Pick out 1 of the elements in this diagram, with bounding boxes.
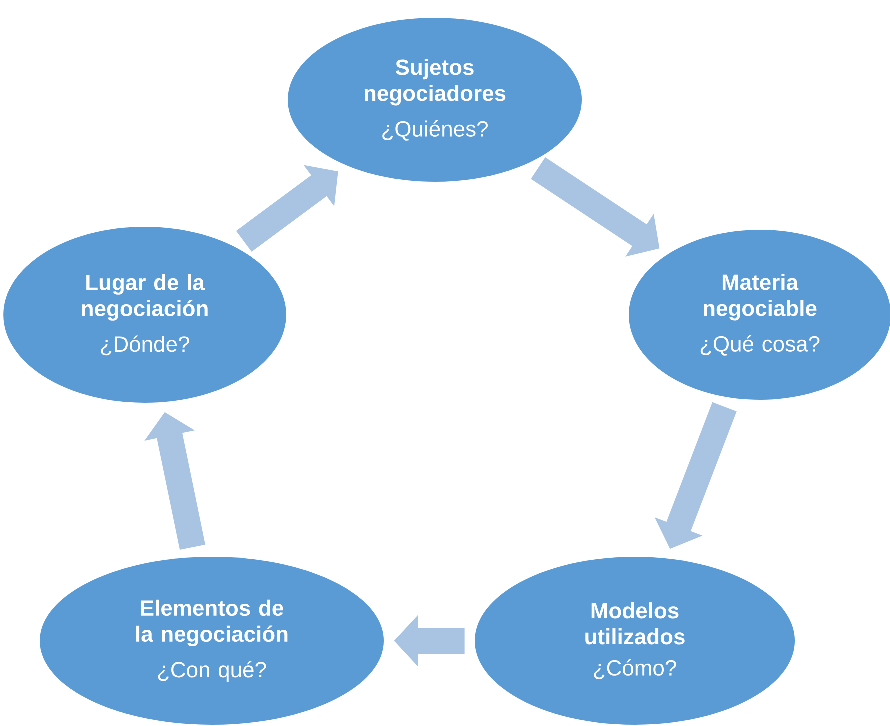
block-arrow xyxy=(236,165,338,252)
